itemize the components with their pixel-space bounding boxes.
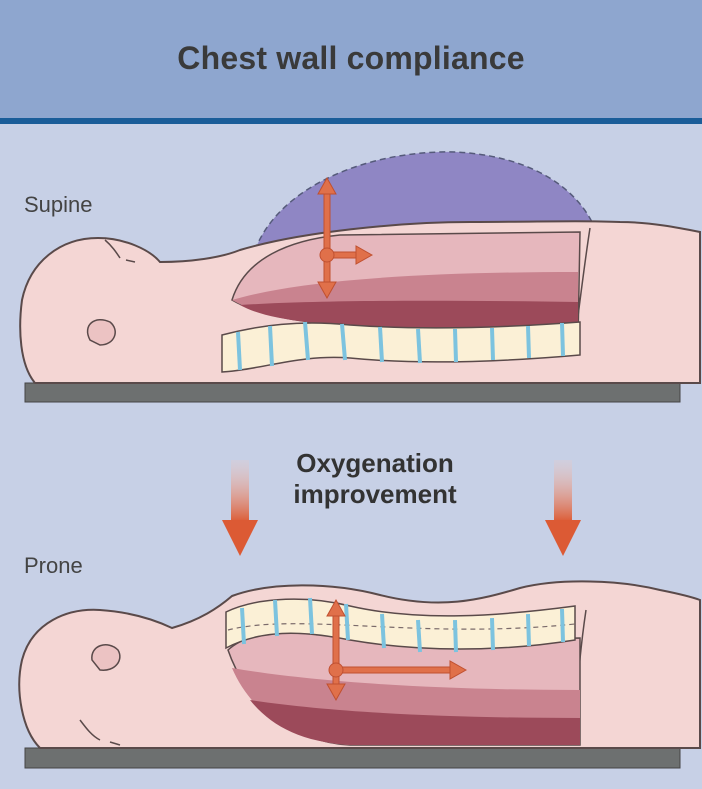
diagram-title: Chest wall compliance <box>177 40 525 76</box>
supine-face <box>104 239 136 263</box>
prone-lung-dark <box>250 700 580 745</box>
callout-line-1: Oxygenation <box>296 448 454 478</box>
supine-force-arrows <box>317 176 374 300</box>
prone-force-arrows <box>326 598 468 702</box>
supine-bed <box>24 382 681 403</box>
prone-bed <box>24 747 681 769</box>
prone-label: Prone <box>24 553 83 578</box>
prone-ear <box>91 644 121 671</box>
prone-discs <box>240 597 565 653</box>
supine-figure <box>19 151 701 403</box>
header-band <box>0 0 702 118</box>
supine-label: Supine <box>24 192 93 217</box>
prone-face <box>79 719 121 746</box>
supine-ear <box>86 319 116 346</box>
supine-discs <box>236 321 565 371</box>
transition-arrows <box>222 460 581 556</box>
prone-spine <box>225 598 576 650</box>
left-down-arrow <box>222 460 258 556</box>
prone-figure <box>18 580 701 769</box>
oxygenation-callout: Oxygenation improvement <box>250 448 500 510</box>
callout-line-2: improvement <box>293 479 457 509</box>
right-down-arrow <box>545 460 581 556</box>
header-divider <box>0 118 702 124</box>
